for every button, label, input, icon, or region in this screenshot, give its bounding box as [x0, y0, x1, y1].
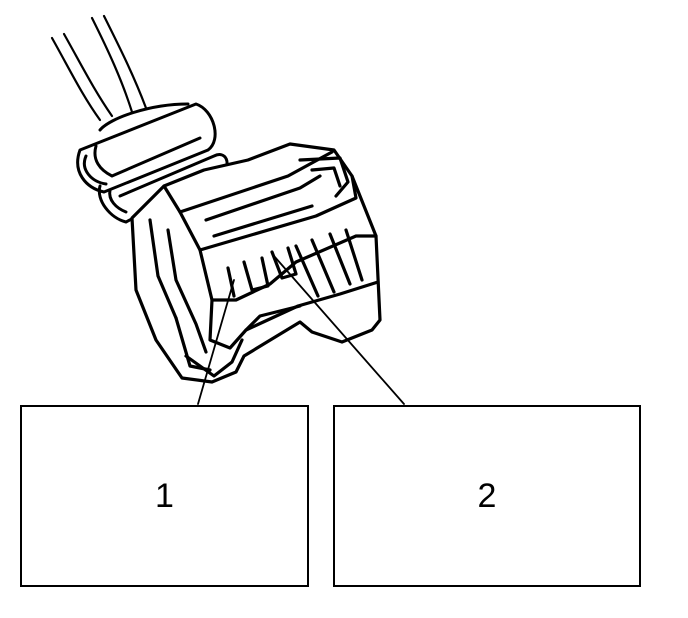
callout-number-2: 2	[477, 477, 497, 515]
callout-number-1: 1	[155, 477, 174, 515]
rubber-boot	[76, 102, 229, 224]
wire-bundle	[50, 14, 148, 122]
leader-line-2	[273, 255, 405, 405]
leader-line-1	[197, 279, 235, 405]
leader-lines	[197, 255, 405, 405]
callout-box-2: 2	[333, 405, 641, 587]
connector-housing	[130, 142, 382, 384]
callout-box-1: 1	[20, 405, 309, 587]
